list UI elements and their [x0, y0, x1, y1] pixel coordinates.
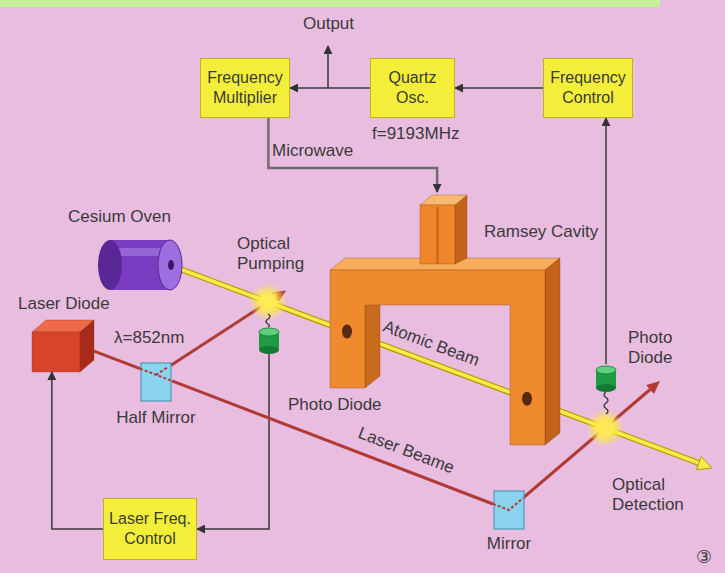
fluorescence-star: [591, 414, 619, 442]
atomic-beam-head: [696, 457, 712, 470]
part-name: Cesium Oven: [68, 207, 171, 227]
signal-line: [290, 87, 370, 89]
output-arrow: [327, 46, 329, 88]
photo-diode-shape: [594, 364, 618, 392]
laser-face: [32, 332, 80, 372]
laser-diode: Laser Diode: [32, 320, 94, 372]
laser-beam-head: [646, 381, 660, 394]
photo-diode-shape: [257, 326, 281, 354]
oven-face: [158, 240, 182, 290]
cesium-oven: Cesium Oven: [96, 238, 184, 292]
diode-bottom: [596, 384, 616, 392]
fluorescence-wave: [266, 314, 270, 327]
fluorescence-wave: [604, 392, 608, 414]
part-name: Half Mirror: [116, 408, 195, 428]
edge-label: Laser Beame: [355, 423, 457, 478]
photo-diode: Photo Diode: [257, 326, 281, 354]
cavity-face: [365, 293, 380, 388]
mirror: Mirror: [493, 490, 525, 530]
cavity-groove: [437, 207, 439, 264]
edge-label: Microwave: [272, 141, 353, 161]
oven-end: [98, 240, 122, 290]
beam-reflect: [493, 498, 523, 510]
atomic-beam-edge: [172, 266, 700, 464]
half-mirror-shape: [140, 362, 172, 402]
laser-diode-shape: [32, 320, 94, 372]
figure-number: ③: [696, 546, 712, 568]
mirror-plate: [494, 491, 524, 529]
laser-face: [80, 320, 94, 372]
part-name: Ramsey Cavity: [482, 222, 600, 242]
fluorescence-star: [254, 288, 282, 316]
cavity-face: [420, 205, 455, 264]
half-mirror: Half Mirror: [140, 362, 172, 402]
diode-top: [259, 328, 279, 336]
cavity-face: [330, 270, 545, 445]
box-text: Quartz Osc.: [375, 68, 450, 107]
signal-line: [605, 118, 607, 364]
process-box: Laser Freq. Control: [103, 498, 197, 560]
signal-line: [455, 87, 543, 89]
atomic-beam: [172, 266, 700, 464]
laser-beam: [94, 351, 140, 368]
output-label: Output: [303, 14, 354, 34]
process-box: Quartz Osc.: [370, 58, 455, 118]
beam-hole: [342, 325, 352, 339]
fluorescence-glow: [249, 283, 287, 321]
mirror-shape: [493, 490, 525, 530]
beam-hole: [522, 392, 532, 406]
signal-line: [52, 372, 103, 529]
signal-line: [197, 354, 269, 529]
process-label: Optical Pumping: [237, 234, 321, 275]
part-name: Photo Diode: [288, 395, 382, 415]
wavelength-label: λ=852nm: [114, 328, 184, 348]
box-text: Laser Freq. Control: [108, 509, 192, 548]
header-strip: [0, 0, 660, 7]
box-text: Frequency Multiplier: [205, 68, 285, 107]
frequency-label: f=9193MHz: [372, 124, 459, 144]
process-box: Frequency Control: [543, 58, 633, 118]
process-label: Optical Detection: [612, 475, 698, 516]
cavity-face: [545, 258, 560, 445]
part-name: Mirror: [487, 534, 531, 554]
process-box: Frequency Multiplier: [200, 58, 290, 118]
cesium-oven-shape: [96, 238, 184, 292]
photo-diode: Photo Diode: [594, 364, 618, 392]
beam-label: Atomic Beam: [380, 317, 482, 372]
diode-bottom: [259, 346, 279, 354]
fluorescence-glow: [586, 409, 624, 447]
part-name: Photo Diode: [628, 328, 692, 369]
mirror-plate: [141, 363, 171, 401]
box-text: Frequency Control: [548, 68, 628, 107]
diode-top: [596, 366, 616, 374]
part-name: Laser Diode: [18, 294, 110, 314]
cavity-face: [420, 195, 467, 205]
oven-nozzle: [168, 260, 174, 270]
laser-beam: [172, 381, 493, 504]
beam-reflect: [156, 367, 168, 375]
cavity-face: [455, 195, 467, 264]
